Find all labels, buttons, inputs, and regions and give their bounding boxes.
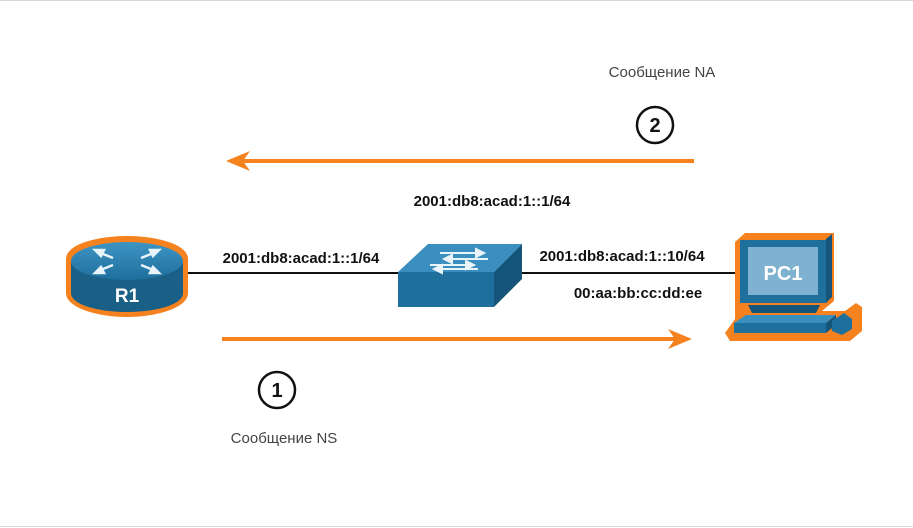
pc-icon[interactable]: PC1 <box>725 233 862 341</box>
router-icon[interactable]: R1 <box>66 236 188 317</box>
router-label: R1 <box>115 286 140 307</box>
router-ipv6-label: 2001:db8:acad:1::1/64 <box>223 250 380 267</box>
target-ipv6-label: 2001:db8:acad:1::1/64 <box>414 193 571 210</box>
step-badge-ns: 1 <box>257 370 297 410</box>
step-badge-na: 2 <box>635 105 675 145</box>
na-arrow <box>226 151 694 171</box>
pc-mac-label: 00:aa:bb:cc:dd:ee <box>574 285 702 302</box>
ns-message-label: Сообщение NS <box>231 430 338 447</box>
ns-arrow <box>222 329 692 349</box>
switch-icon[interactable] <box>398 244 522 307</box>
step-number-ns: 1 <box>271 380 282 402</box>
pc-ipv6-label: 2001:db8:acad:1::10/64 <box>539 248 705 265</box>
step-number-na: 2 <box>649 115 660 137</box>
na-message-label: Сообщение NA <box>609 64 716 81</box>
pc-label: PC1 <box>764 263 803 285</box>
